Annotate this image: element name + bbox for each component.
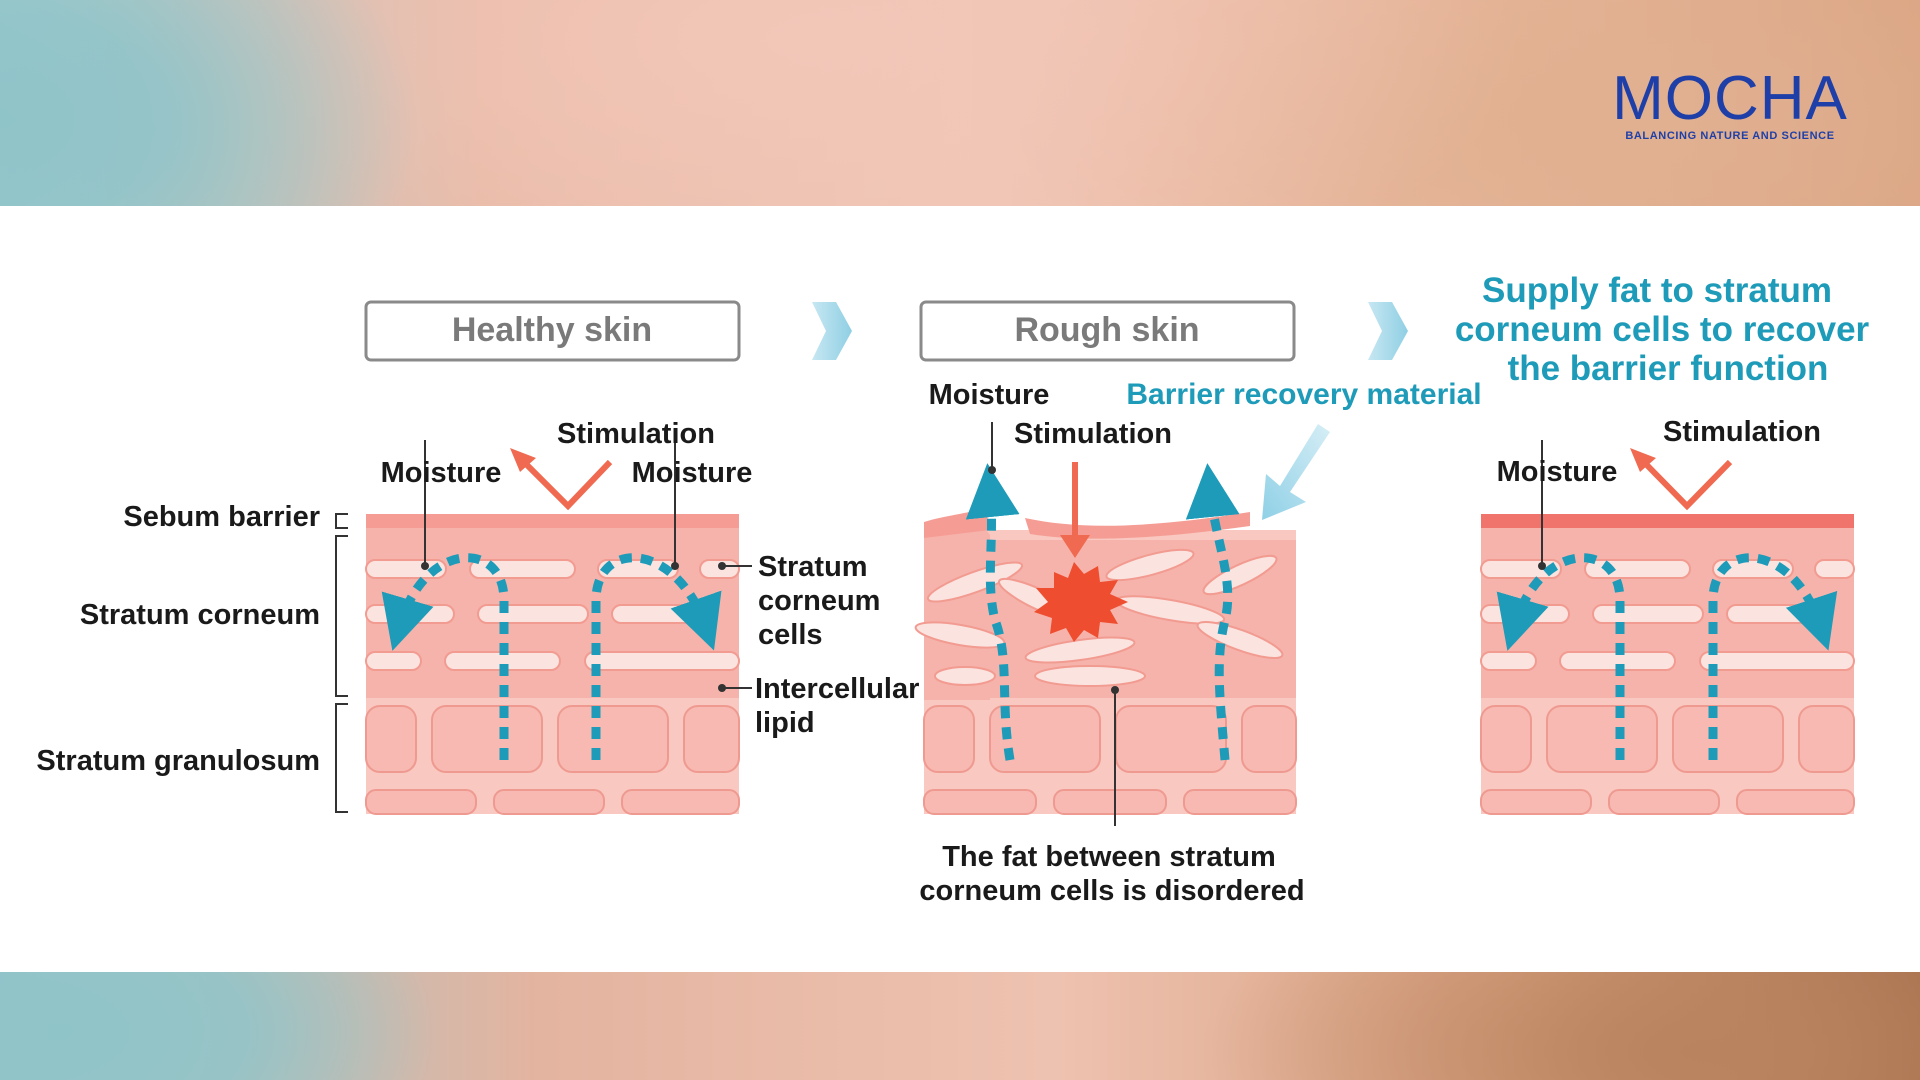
callout-lipid-line1: Intercellular xyxy=(755,673,919,705)
callout-lipid-line2: lipid xyxy=(755,707,815,739)
chevron-right-icon xyxy=(1368,302,1408,360)
healthy-granulosum-cells xyxy=(365,705,740,815)
recovered-granulosum-cells xyxy=(1480,705,1855,815)
sebum-bracket xyxy=(335,513,348,529)
recovered-stimulation-arrow xyxy=(1637,455,1733,511)
brand-logo: MOCHA BALANCING NATURE AND SCIENCE xyxy=(1600,66,1860,146)
recovered-moisture-arrows xyxy=(1496,553,1838,760)
healthy-corneum-cells xyxy=(365,559,740,671)
chevron-right-icon xyxy=(812,302,852,360)
brand-tagline: BALANCING NATURE AND SCIENCE xyxy=(1625,130,1835,142)
sebum-barrier-label: Sebum barrier xyxy=(123,501,320,533)
recovery-heading-line1: Supply fat to stratum xyxy=(1482,271,1832,310)
callout-cells-line3: cells xyxy=(758,619,823,651)
healthy-skin-panel: Healthy skin xyxy=(364,300,753,815)
healthy-sebum-layer xyxy=(366,514,739,528)
rough-sebum-flake xyxy=(1025,512,1250,539)
cell-callouts: Stratum corneum cells Intercellular lipi… xyxy=(718,551,919,739)
rough-skin-panel: Rough skin xyxy=(914,300,1482,907)
healthy-moisture-label-left: Moisture xyxy=(381,457,502,489)
rough-caption-line2: corneum cells is disordered xyxy=(919,875,1304,907)
corneum-bracket xyxy=(335,535,348,697)
callout-cells-line1: Stratum xyxy=(758,551,868,583)
healthy-stimulation-label: Stimulation xyxy=(557,418,715,450)
stratum-corneum-label: Stratum corneum xyxy=(80,599,320,631)
rough-moisture-arrows xyxy=(965,463,1240,761)
callout-cells-line2: corneum xyxy=(758,585,880,617)
rough-granulosum-cells xyxy=(923,705,1297,815)
layer-labels: Sebum barrier Stratum corneum Stratum gr… xyxy=(36,501,348,813)
rough-caption-line1: The fat between stratum xyxy=(942,841,1276,873)
background-photo-top xyxy=(0,0,1920,206)
background-photo-bottom xyxy=(0,972,1920,1080)
healthy-stimulation-arrow xyxy=(517,455,613,511)
recovered-stimulation-label: Stimulation xyxy=(1663,416,1821,448)
recovered-skin-panel: Supply fat to stratum corneum cells to r… xyxy=(1455,271,1870,815)
damage-burst xyxy=(1034,562,1128,642)
rough-skin-title-box xyxy=(919,300,1296,362)
recovery-heading-line3: the barrier function xyxy=(1508,349,1829,388)
barrier-recovery-arrow xyxy=(1262,424,1330,520)
granulosum-bracket xyxy=(335,703,348,813)
healthy-moisture-arrows xyxy=(381,553,722,760)
stratum-granulosum-label: Stratum granulosum xyxy=(36,745,320,777)
rough-moisture-label: Moisture xyxy=(929,379,1050,411)
recovered-sebum-layer xyxy=(1481,514,1854,528)
rough-skin-title: Rough skin xyxy=(1014,311,1199,349)
barrier-recovery-label: Barrier recovery material xyxy=(1126,378,1481,411)
rough-stimulation-label: Stimulation xyxy=(1014,418,1172,450)
healthy-moisture-label-right: Moisture xyxy=(632,457,753,489)
recovered-moisture-label: Moisture xyxy=(1497,456,1618,488)
healthy-skin-title-box xyxy=(364,300,741,362)
healthy-skin-title: Healthy skin xyxy=(452,311,652,349)
brand-name: MOCHA xyxy=(1612,64,1848,133)
recovery-heading-line2: corneum cells to recover xyxy=(1455,310,1870,349)
